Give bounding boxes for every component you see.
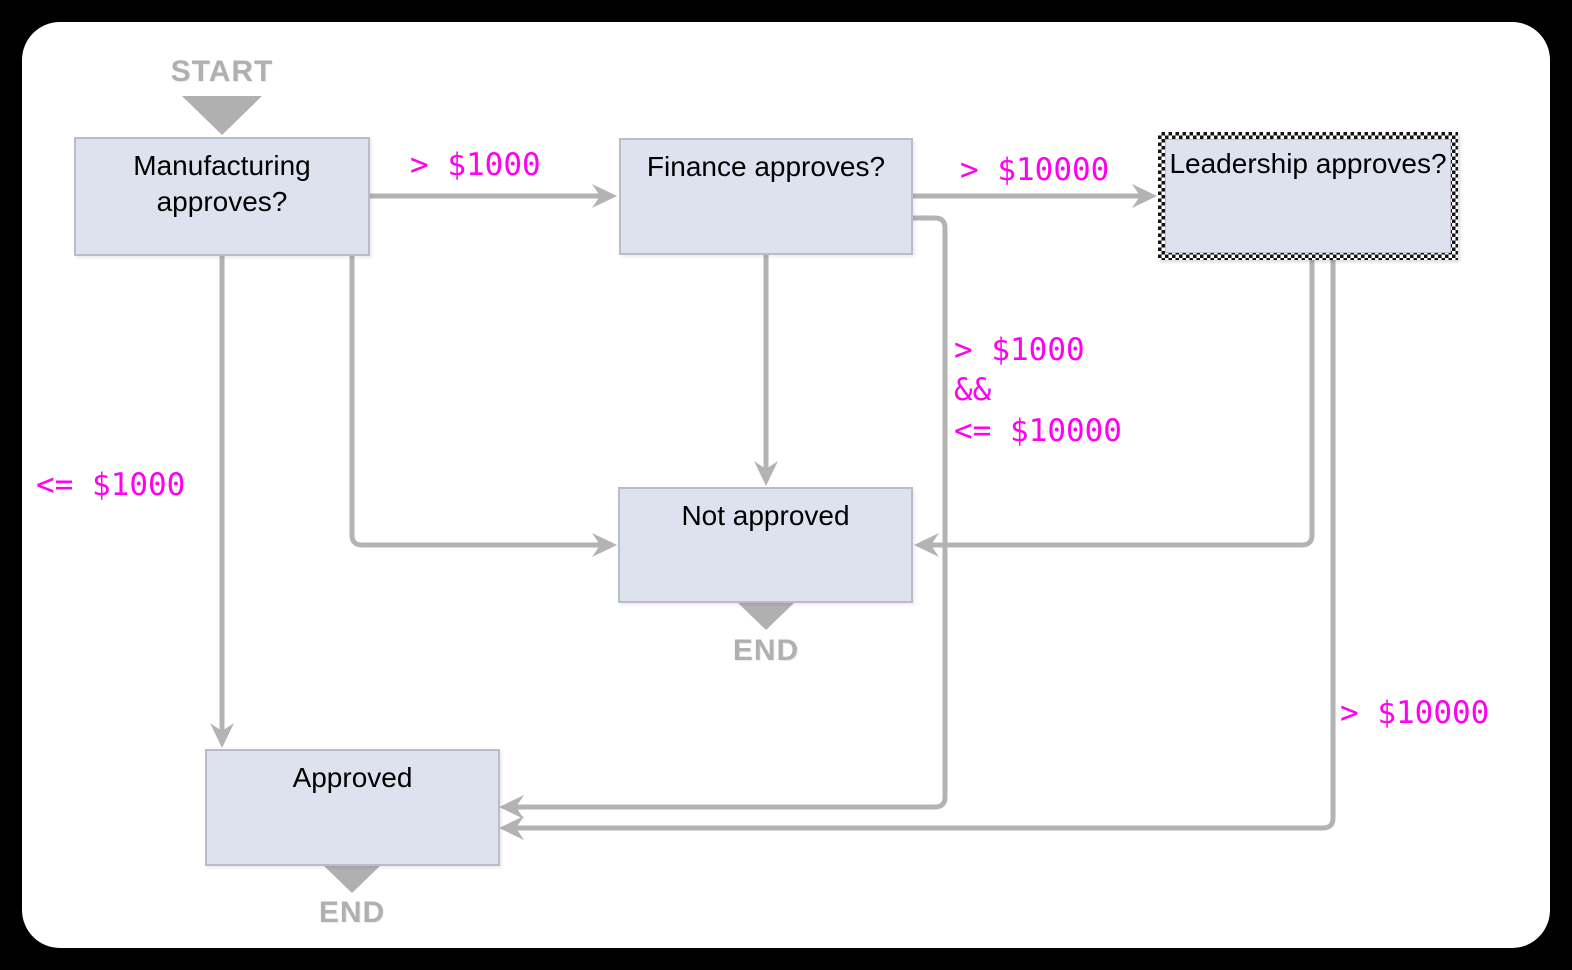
condition-label-gt-1000-and-le-10000[interactable]: > $1000 && <= $10000 <box>954 332 1122 449</box>
end-triangle-not-approved-icon <box>738 603 794 630</box>
arrowhead-into-finance <box>592 184 617 208</box>
arrowhead-into-leadership <box>1132 184 1157 208</box>
node-manufacturing-approves[interactable]: Manufacturing approves? <box>74 137 370 256</box>
end-marker-not-approved-label: END <box>732 634 800 667</box>
edge-leadership-to-approved <box>515 260 1336 831</box>
condition-label-le-1000[interactable]: <= $1000 <box>36 467 186 503</box>
condition-label-gt-10000-top[interactable]: > $10000 <box>960 152 1110 188</box>
node-approved[interactable]: Approved <box>205 749 500 866</box>
node-leadership-label: Leadership approves? <box>1169 148 1447 179</box>
arrowhead-into-not-approved-left <box>592 533 617 557</box>
arrowhead-into-not-approved-top <box>754 461 778 486</box>
node-not-approved-label: Not approved <box>681 500 850 531</box>
end-triangle-approved-icon <box>324 866 380 893</box>
arrowhead-into-approved-top <box>210 723 234 748</box>
node-finance-approves[interactable]: Finance approves? <box>619 138 913 255</box>
start-marker-label: START <box>170 55 274 88</box>
edge-finance-to-approved <box>515 215 948 810</box>
condition-label-gt-10000-bottom[interactable]: > $10000 <box>1340 695 1490 731</box>
arrowhead-into-approved-right-lower <box>499 816 524 840</box>
arrowhead-into-not-approved-right <box>914 533 939 557</box>
arrowhead-into-approved-right-upper <box>499 795 524 819</box>
condition-label-gt-1000[interactable]: > $1000 <box>410 147 541 183</box>
end-marker-approved-label: END <box>318 896 386 929</box>
node-leadership-approves-selected[interactable]: Leadership approves? <box>1158 132 1458 260</box>
node-approved-label: Approved <box>292 762 413 793</box>
start-triangle-icon <box>182 96 262 135</box>
edge-manufacturing-to-not-approved <box>349 256 601 548</box>
node-not-approved[interactable]: Not approved <box>618 487 913 603</box>
edge-leadership-to-not-approved <box>930 260 1315 548</box>
node-finance-label: Finance approves? <box>646 151 886 182</box>
node-leadership-box: Leadership approves? <box>1165 139 1451 253</box>
node-manufacturing-label: Manufacturing approves? <box>133 150 311 217</box>
